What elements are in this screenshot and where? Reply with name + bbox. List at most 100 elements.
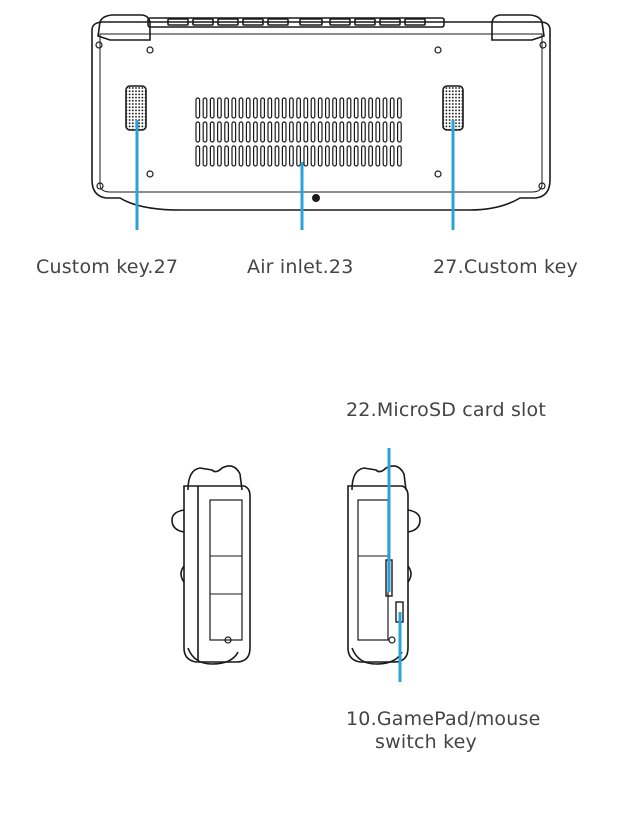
vent-slot: [303, 145, 309, 167]
vent-slot: [253, 121, 258, 143]
vent-slot: [339, 121, 345, 143]
vent-slot: [296, 121, 301, 143]
vent-slot: [325, 121, 330, 143]
vent-slot: [238, 145, 244, 167]
vent-slot: [245, 145, 251, 167]
vent-slot: [303, 121, 309, 143]
vent-slot: [274, 145, 280, 167]
vent-slot: [310, 121, 316, 143]
vent-slot: [382, 145, 388, 167]
vent-slot: [224, 121, 230, 143]
vent-slot: [346, 145, 352, 167]
vent-slot: [202, 121, 208, 143]
vent-slot: [361, 97, 366, 119]
vent-slot: [353, 97, 359, 119]
vent-slot: [325, 145, 330, 167]
label-air-inlet: Air inlet.23: [247, 256, 354, 278]
vent-slot: [224, 145, 230, 167]
vent-slot: [317, 97, 323, 119]
vent-slot: [267, 145, 273, 167]
vent-slot: [274, 121, 280, 143]
vent-slot: [382, 97, 388, 119]
vent-slot: [195, 97, 201, 119]
side-right-screw: [388, 636, 396, 644]
vent-slot: [389, 121, 395, 143]
side-right-body: [347, 485, 409, 663]
vent-slot: [382, 121, 388, 143]
vent-slot: [245, 97, 251, 119]
vent-slot: [281, 97, 287, 119]
vent-slot: [260, 121, 265, 143]
vent-slot: [195, 145, 201, 167]
vent-slot: [325, 97, 330, 119]
vent-slot: [375, 145, 381, 167]
vent-slot: [389, 97, 395, 119]
label-microsd-slot: 22.MicroSD card slot: [346, 399, 547, 421]
vent-slot: [267, 97, 273, 119]
side-right-bottom-cap: [351, 647, 403, 665]
side-right-bump: [407, 565, 412, 583]
vent-slot: [397, 121, 402, 143]
label-gamepad-switch-line2: switch key: [375, 731, 477, 753]
vent-slot: [332, 97, 337, 119]
side-left-bottom-cap: [187, 647, 239, 665]
device-side-view-right: [347, 465, 421, 665]
vent-slot: [267, 121, 273, 143]
vent-slot: [361, 145, 366, 167]
vent-slot: [353, 121, 359, 143]
vent-slot: [217, 145, 222, 167]
vent-slot: [289, 121, 294, 143]
vent-slot: [253, 145, 258, 167]
vent-slot: [397, 145, 402, 167]
vent-slot: [368, 97, 373, 119]
side-left-stick: [171, 509, 185, 533]
vent-slot: [260, 145, 265, 167]
side-left-bump: [180, 565, 185, 583]
vent-slot: [209, 121, 215, 143]
vent-slot: [317, 145, 323, 167]
vent-slot: [217, 121, 222, 143]
vent-slot: [231, 145, 237, 167]
side-left-top-trigger: [187, 465, 243, 491]
vent-slot: [346, 121, 352, 143]
vent-slot: [260, 97, 265, 119]
air-inlet-vents: [195, 97, 402, 167]
vent-slot: [296, 97, 301, 119]
vent-slot: [281, 121, 287, 143]
vent-slot: [217, 97, 222, 119]
vent-slot: [339, 97, 345, 119]
vent-slot: [339, 145, 345, 167]
vent-slot: [209, 97, 215, 119]
vent-slot: [310, 97, 316, 119]
vent-slot: [231, 121, 237, 143]
vent-slot: [281, 145, 287, 167]
vent-slot: [368, 145, 373, 167]
side-left-panel: [209, 499, 243, 641]
vent-slot: [274, 97, 280, 119]
device-bottom-view: [91, 14, 551, 211]
right-trigger: [491, 14, 545, 41]
vent-slot: [361, 121, 366, 143]
vent-slot: [332, 145, 337, 167]
vent-slot: [231, 97, 237, 119]
vent-slot: [368, 121, 373, 143]
side-right-panel: [357, 499, 389, 641]
side-left-screw: [224, 636, 232, 644]
vent-slot: [303, 97, 309, 119]
vent-slot: [375, 97, 381, 119]
vent-slot: [397, 97, 402, 119]
vent-slot: [317, 121, 323, 143]
device-side-view-left: [171, 465, 251, 665]
vent-slot: [224, 97, 230, 119]
vent-slot: [389, 145, 395, 167]
body-inner-outline: [99, 33, 543, 193]
side-right-top-trigger: [351, 465, 407, 491]
left-trigger: [97, 14, 151, 41]
vent-slot: [202, 97, 208, 119]
screws: [95, 41, 547, 203]
vent-slot: [202, 145, 208, 167]
vent-slot: [253, 97, 258, 119]
callout-lines-side: [387, 448, 402, 682]
vent-slot: [289, 145, 294, 167]
